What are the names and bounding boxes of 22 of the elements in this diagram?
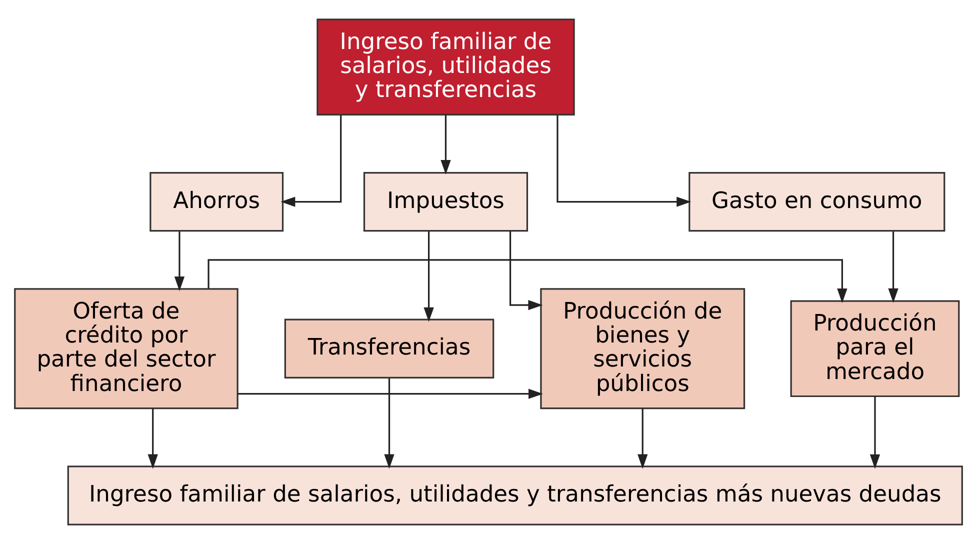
node-box: Producción de bienes y servicios públicos: [540, 288, 746, 410]
node-box: Producción para el mercado: [790, 300, 960, 398]
arrow: [280, 114, 342, 207]
node-box: Gasto en consumo: [688, 172, 946, 232]
node-box: Impuestos: [363, 172, 528, 232]
node-box: Oferta de crédito por parte del sector financiero: [14, 288, 238, 410]
node-box: Transferencias: [284, 318, 494, 378]
node-box: Ingreso familiar de salarios, utilidades y transferencias más nuevas deudas: [67, 466, 963, 526]
arrow: [556, 114, 692, 207]
arrow: [424, 232, 434, 322]
arrow: [384, 378, 394, 469]
arrow: [509, 231, 543, 310]
arrow: [440, 114, 451, 175]
node-box: Ahorros: [150, 172, 284, 232]
arrow: [238, 388, 544, 399]
arrow: [174, 232, 185, 292]
arrow: [208, 259, 848, 304]
arrow: [638, 408, 648, 469]
node-box: Ingreso familiar de salarios, utilidades y transferencias: [316, 18, 575, 116]
arrow: [148, 408, 158, 469]
arrow: [870, 396, 880, 469]
arrow: [888, 232, 898, 303]
